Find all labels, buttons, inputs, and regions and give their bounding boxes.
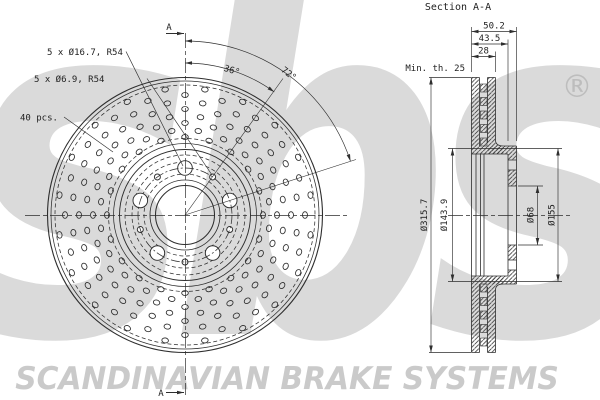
- callout-small-holes: 5 x Ø6.9, R54: [34, 74, 104, 85]
- disc-circles: [46, 76, 324, 354]
- section-outline: [471, 77, 517, 353]
- section-title: Section A-A: [425, 2, 491, 13]
- brand-watermark: SCANDINAVIAN BRAKE SYSTEMS: [15, 361, 559, 397]
- bore-dia-label: Ø68: [526, 207, 537, 223]
- angle-72-arc: [184, 39, 351, 162]
- section-letter-top: A: [166, 23, 172, 33]
- extension-lines: [429, 27, 562, 353]
- angle-36-label: 36°: [222, 64, 240, 78]
- min-thickness-label: Min. th. 25: [405, 64, 465, 74]
- section-hatched-areas: [471, 77, 517, 353]
- front-view: 5 x Ø16.7, R54 5 x Ø6.9, R54 40 pcs. 36°…: [20, 23, 357, 399]
- outer-dia-label: Ø315.7: [419, 199, 430, 232]
- registered-mark-icon: ®: [562, 69, 593, 105]
- hat-dia-label: Ø143.9: [439, 199, 450, 232]
- dim-28-label: 28: [478, 47, 489, 57]
- pilot-dia-label: Ø155: [547, 204, 558, 226]
- section-view: Section A-A 50.2 43.5 28 Min. th. 25 Ø31…: [405, 2, 570, 353]
- radial-line-18deg: [184, 159, 357, 216]
- callout-drill-count: 40 pcs.: [20, 114, 58, 124]
- section-letter-bottom: A: [158, 389, 164, 399]
- dim-43-5-label: 43.5: [479, 34, 501, 44]
- vent-vanes: [480, 83, 488, 347]
- callout-large-holes: 5 x Ø16.7, R54: [47, 47, 123, 58]
- dim-50-2-label: 50.2: [483, 22, 505, 32]
